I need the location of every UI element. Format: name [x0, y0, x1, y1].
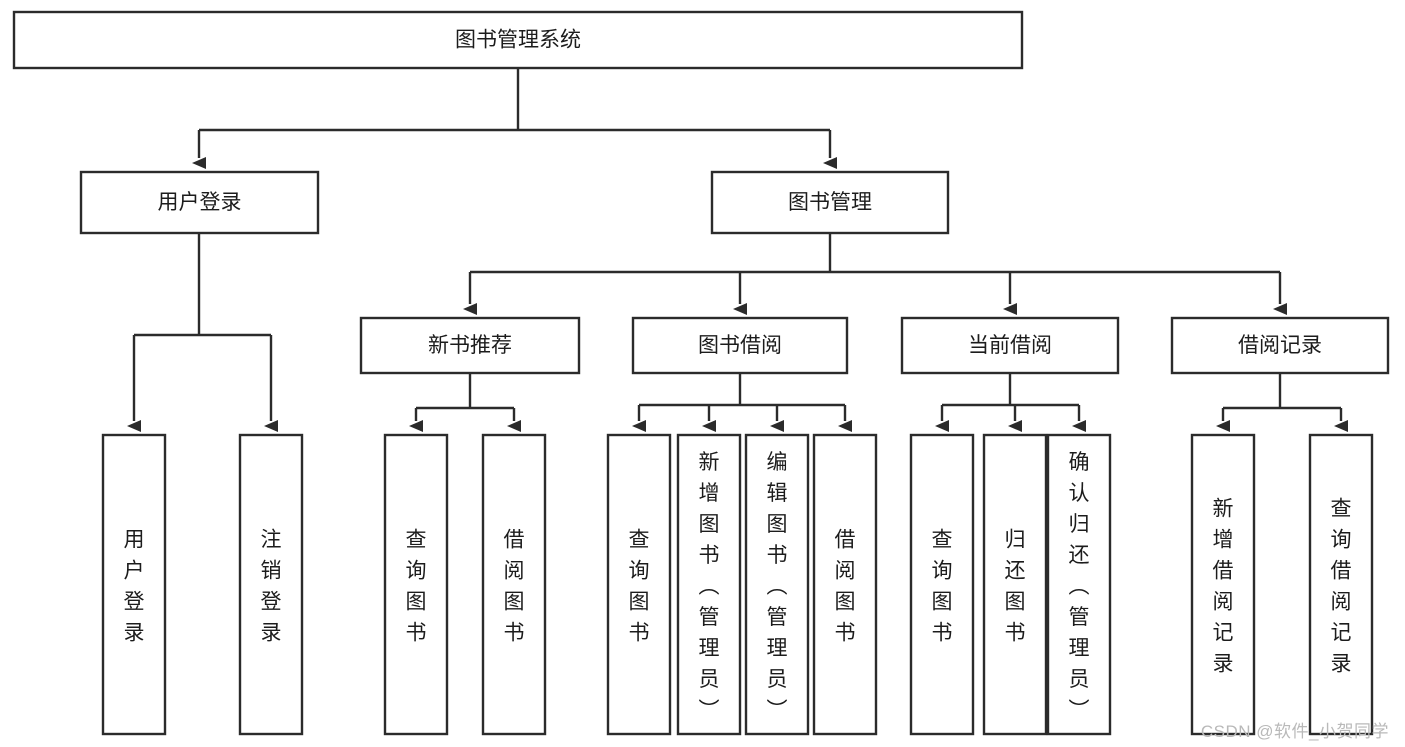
node-label: 借阅图书 [504, 529, 525, 645]
node-box[interactable] [812, 433, 878, 736]
root-node-0[interactable]: 图书管理系统 [12, 10, 1024, 70]
node-box[interactable] [744, 433, 810, 736]
node-box[interactable] [79, 170, 320, 235]
watermark-text: CSDN @软件_小贺同学 [1200, 722, 1389, 741]
level3-node-3[interactable]: 借阅记录 [1170, 316, 1390, 375]
leaf-node-3[interactable]: 借阅图书 [481, 433, 547, 736]
leaf-node-11[interactable]: 新增借阅记录 [1190, 433, 1256, 736]
node-label: 图书管理系统 [455, 29, 581, 52]
level2-node-1[interactable]: 图书管理 [710, 170, 950, 235]
leaf-node-0[interactable]: 用户登录 [101, 433, 167, 736]
node-label: 确认归还︵管理员︶ [1069, 451, 1090, 722]
node-box[interactable] [900, 316, 1120, 375]
node-box[interactable] [238, 433, 304, 736]
node-label: 图书借阅 [698, 334, 782, 357]
node-label: 查询借阅记录 [1331, 498, 1352, 676]
node-box[interactable] [676, 433, 742, 736]
level2-node-0[interactable]: 用户登录 [79, 170, 320, 235]
leaf-node-6[interactable]: 编辑图书︵管理员︶ [744, 433, 810, 736]
node-box[interactable] [359, 316, 581, 375]
leaf-node-8[interactable]: 查询图书 [909, 433, 975, 736]
node-label: 用户登录 [158, 191, 242, 214]
node-label: 当前借阅 [968, 334, 1052, 357]
node-label: 新书推荐 [428, 334, 512, 357]
node-label: 借阅记录 [1238, 334, 1322, 357]
leaf-node-9[interactable]: 归还图书 [982, 433, 1048, 736]
level3-node-0[interactable]: 新书推荐 [359, 316, 581, 375]
node-box[interactable] [982, 433, 1048, 736]
level3-node-2[interactable]: 当前借阅 [900, 316, 1120, 375]
leaf-node-12[interactable]: 查询借阅记录 [1308, 433, 1374, 736]
leaf-node-4[interactable]: 查询图书 [606, 433, 672, 736]
node-label: 图书管理 [788, 191, 872, 214]
node-label: 用户登录 [124, 529, 145, 645]
node-box[interactable] [909, 433, 975, 736]
node-box[interactable] [1308, 433, 1374, 736]
node-box[interactable] [710, 170, 950, 235]
node-box[interactable] [481, 433, 547, 736]
node-label: 归还图书 [1005, 529, 1026, 645]
node-box[interactable] [1190, 433, 1256, 736]
node-label: 查询图书 [406, 529, 427, 645]
node-label: 借阅图书 [835, 529, 856, 645]
node-boxes: 图书管理系统用户登录图书管理新书推荐图书借阅当前借阅借阅记录用户登录注销登录查询… [12, 10, 1390, 736]
node-box[interactable] [631, 316, 849, 375]
node-box[interactable] [12, 10, 1024, 70]
node-label: 新增借阅记录 [1213, 498, 1234, 676]
leaf-node-1[interactable]: 注销登录 [238, 433, 304, 736]
leaf-node-5[interactable]: 新增图书︵管理员︶ [676, 433, 742, 736]
level3-node-1[interactable]: 图书借阅 [631, 316, 849, 375]
connector-lines [127, 68, 1348, 432]
node-label: 查询图书 [932, 529, 953, 645]
node-label: 查询图书 [629, 529, 650, 645]
node-box[interactable] [383, 433, 449, 736]
node-label: 新增图书︵管理员︶ [699, 451, 720, 722]
node-box[interactable] [606, 433, 672, 736]
node-box[interactable] [101, 433, 167, 736]
leaf-node-2[interactable]: 查询图书 [383, 433, 449, 736]
leaf-node-10[interactable]: 确认归还︵管理员︶ [1046, 433, 1112, 736]
leaf-node-7[interactable]: 借阅图书 [812, 433, 878, 736]
node-box[interactable] [1046, 433, 1112, 736]
node-box[interactable] [1170, 316, 1390, 375]
node-label: 编辑图书︵管理员︶ [767, 451, 788, 722]
node-label: 注销登录 [261, 529, 282, 645]
